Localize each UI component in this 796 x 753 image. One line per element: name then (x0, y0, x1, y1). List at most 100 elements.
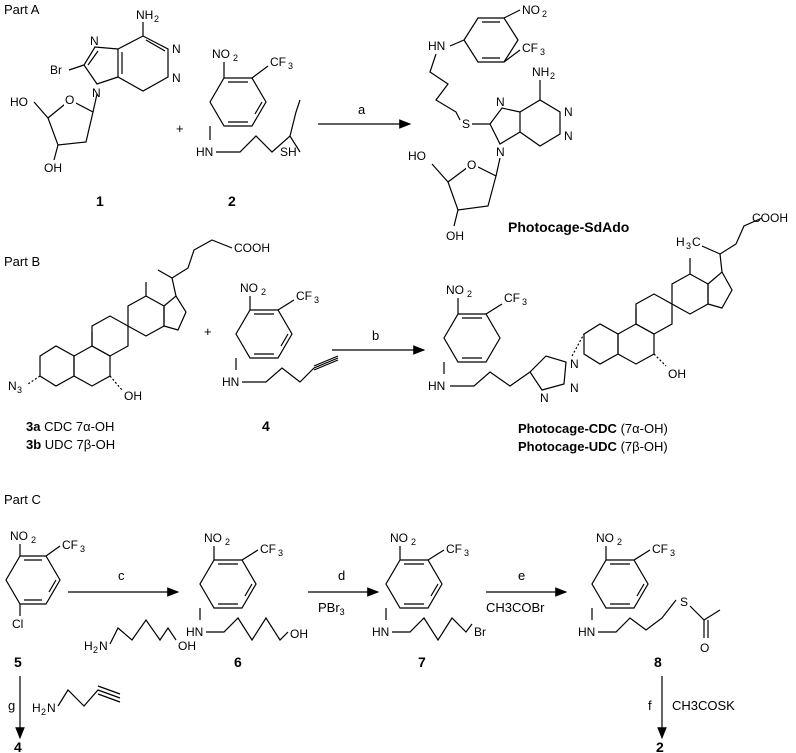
compound-3a-number: 3a (26, 419, 41, 434)
part-c-label: Part C (4, 492, 41, 507)
cf3-text: CF (270, 55, 286, 69)
hn-text: HN (186, 625, 203, 639)
subscript: 3 (314, 295, 319, 305)
cf3-text: CF (62, 538, 78, 552)
oh-text: OH (124, 389, 142, 403)
no2-text: NO (596, 531, 614, 545)
compound-8-label: 8 (654, 654, 662, 670)
compound-1-label: 1 (96, 193, 104, 209)
compound-7-label: 7 (418, 654, 426, 670)
compound-3b-desc: UDC 7β-OH (41, 437, 115, 452)
cf3-text: CF (522, 41, 538, 55)
no2-text: NO (390, 531, 408, 545)
subscript: 2 (31, 535, 36, 545)
compound-3b-number: 3b (26, 437, 41, 452)
reagent-f: f (648, 698, 652, 713)
nh2-text: NH (532, 65, 549, 79)
h3c-c-text: C (692, 235, 701, 249)
pentynylamine-structure: H 2 N (32, 685, 121, 717)
reagent-e: e (518, 568, 525, 583)
br-text: Br (50, 63, 62, 77)
cf3-text: CF (652, 542, 668, 556)
subscript: 2 (154, 14, 159, 24)
n-text: N (496, 95, 505, 109)
no2-text: NO (204, 531, 222, 545)
reagent-a: a (358, 102, 366, 117)
plus-sign-b: + (204, 324, 212, 339)
compound-1-structure: NH 2 Br N N N N O HO OH (10, 8, 181, 175)
oh-text: OH (44, 161, 62, 175)
h3c-text: H (676, 235, 685, 249)
n-text: N (496, 145, 505, 159)
subscript: 2 (542, 9, 547, 19)
photocage-cdc-structure: NO 2 CF 3 HN N N N H 3 C COOH OH (428, 211, 788, 405)
o-text: O (65, 93, 74, 107)
photocage-cdc-desc: (7α-OH) (617, 421, 668, 436)
no2-text: NO (212, 47, 230, 61)
part-a-label: Part A (4, 2, 40, 17)
br-text: Br (474, 625, 486, 639)
product-2-label: 2 (656, 739, 664, 753)
subscript: 3 (670, 548, 675, 558)
hn-text: HN (428, 379, 445, 393)
cl-text: Cl (12, 617, 23, 631)
hn-text: HN (222, 375, 239, 389)
cooh-text: COOH (234, 241, 270, 255)
subscript: 2 (93, 645, 98, 655)
subscript: 3 (522, 297, 527, 307)
cf3-text: CF (260, 542, 276, 556)
photocage-cdc-label: Photocage-CDC (7α-OH) (518, 421, 668, 436)
subscript: 3 (17, 385, 22, 395)
reagent-d-pbr3: PBr3 (318, 600, 345, 617)
n-text: N (570, 357, 579, 371)
aminohexanol-structure: H 2 N OH (84, 618, 196, 655)
compound-4-label: 4 (262, 418, 270, 434)
reagent-e-ch3cobr: CH3COBr (486, 600, 545, 615)
subscript: 3 (80, 544, 85, 554)
hn-text: HN (428, 39, 445, 53)
n-text: N (570, 381, 579, 395)
subscript: 2 (233, 53, 238, 63)
compound-6-structure: NO 2 CF 3 HN OH (186, 531, 308, 642)
s-text: S (680, 595, 688, 609)
photocage-udc-desc: (7β-OH) (617, 439, 668, 454)
cooh-text: COOH (752, 211, 788, 225)
compound-3a-desc: CDC 7α-OH (40, 419, 114, 434)
h2n-n-text: N (99, 639, 108, 653)
subscript: 2 (41, 707, 46, 717)
hn-text: HN (578, 625, 595, 639)
oh-text: OH (668, 367, 686, 381)
subscript: 3 (278, 548, 283, 558)
sh-text: SH (280, 145, 297, 159)
subscript: 3 (686, 241, 691, 251)
subscript: 3 (540, 47, 545, 57)
compound-2-label: 2 (228, 193, 236, 209)
compound-7-structure: NO 2 CF 3 HN Br (372, 531, 486, 642)
compound-3b-label: 3b UDC 7β-OH (26, 437, 115, 452)
photocage-udc-name: Photocage-UDC (518, 439, 618, 454)
subscript: 2 (467, 289, 472, 299)
reagent-g: g (8, 698, 15, 713)
reagent-c: c (118, 568, 125, 583)
n-text: N (172, 71, 181, 85)
oh-text: OH (446, 229, 464, 243)
n-text: N (92, 86, 101, 100)
compound-8-structure: NO 2 CF 3 HN S O (578, 531, 721, 655)
h2n-n-text: N (47, 701, 56, 715)
photocage-sdado-structure: NO 2 CF 3 HN S NH 2 N N N N O HO OH (408, 3, 573, 243)
n-text: N (564, 105, 573, 119)
no2-text: NO (522, 3, 540, 17)
compound-5-structure: NO 2 CF 3 Cl (5, 529, 85, 631)
plus-sign: + (176, 121, 184, 136)
n3-text: N (8, 379, 17, 393)
ho-text: HO (408, 149, 426, 163)
reagent-d: d (338, 568, 345, 583)
nh2-text: NH (136, 8, 153, 22)
photocage-cdc-name: Photocage-CDC (518, 421, 618, 436)
subscript: 3 (340, 607, 345, 617)
reagent-f-ch3cosk: CH3COSK (672, 698, 735, 713)
oh-text: OH (290, 627, 308, 641)
compound-5-label: 5 (14, 654, 22, 670)
compound-6-label: 6 (234, 654, 242, 670)
compound-3-structure: COOH OH N 3 (8, 239, 270, 403)
